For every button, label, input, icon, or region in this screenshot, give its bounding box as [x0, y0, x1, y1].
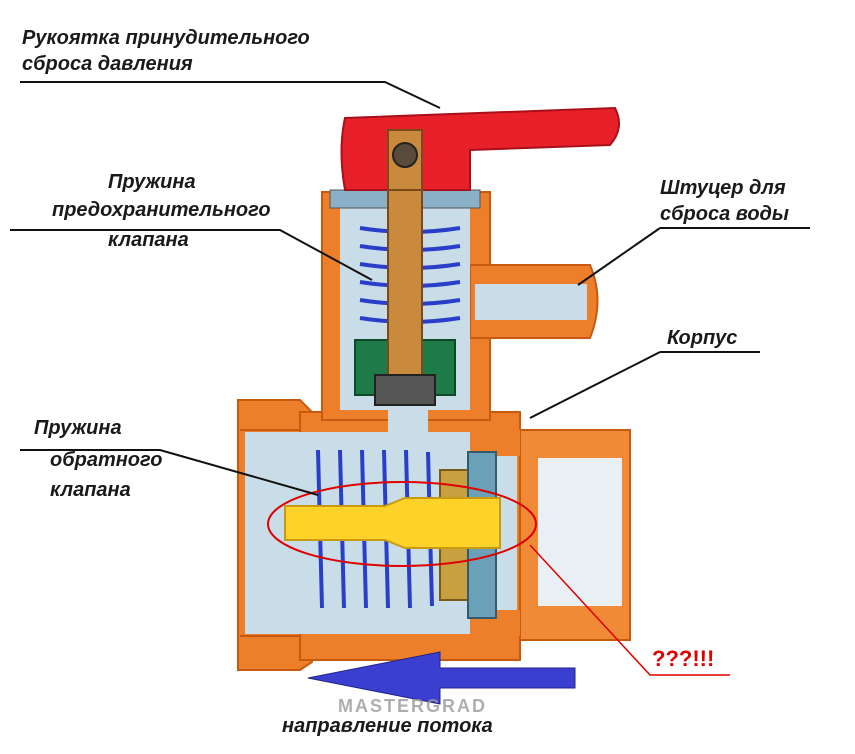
- label-check-spring-line3: клапана: [50, 479, 131, 501]
- label-handle-line1: Рукоятка принудительного: [22, 27, 310, 49]
- label-safety-spring-line2: предохранительного: [52, 199, 271, 221]
- label-safety-spring-line1: Пружина: [108, 171, 196, 193]
- leader-lines: [10, 81, 810, 496]
- label-flow-direction: направление потока: [282, 715, 493, 737]
- label-check-spring-line2: обратного: [50, 449, 162, 471]
- flow-arrow: [307, 651, 576, 705]
- label-check-spring-line1: Пружина: [34, 417, 122, 439]
- label-safety-spring-line3: клапана: [108, 229, 189, 251]
- valve-body: [237, 191, 631, 671]
- highlight-ellipse: [267, 481, 537, 567]
- label-fitting-line1: Штуцер для: [660, 177, 786, 199]
- label-body: Корпус: [667, 327, 737, 349]
- watermark: MASTERGRAD: [338, 696, 487, 716]
- highlight-leader: [529, 544, 730, 676]
- label-fitting-line2: сброса воды: [660, 203, 789, 225]
- yellow-rod: [284, 497, 501, 549]
- pressure-release-handle: [340, 106, 620, 191]
- label-handle-line2: сброса давления: [22, 53, 193, 75]
- label-question: ???!!!: [652, 646, 714, 671]
